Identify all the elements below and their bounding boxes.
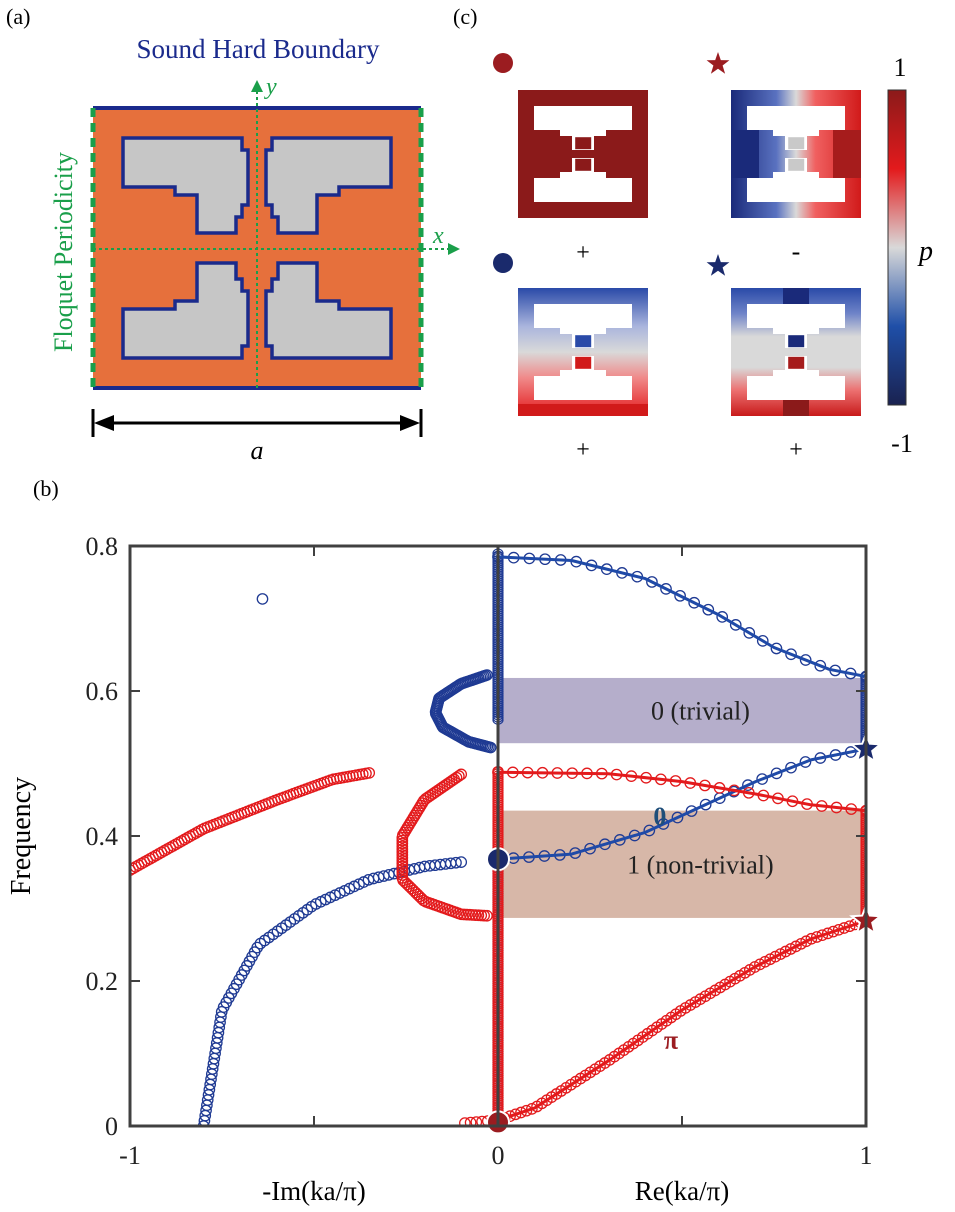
width-label: a xyxy=(251,436,264,465)
circle-curve-6 xyxy=(197,856,468,1126)
mode-marker-dark-red-circle xyxy=(493,53,513,73)
solid-curve-1 xyxy=(497,555,866,678)
mode-field-1 xyxy=(518,90,648,218)
floquet-periodicity-label: Floquet Periodicity xyxy=(49,152,78,352)
band-gaps: 0 (trivial) 1 (non-trivial) xyxy=(498,677,866,918)
unit-cell-diagram: y x a xyxy=(90,74,460,465)
parity-label-4: + xyxy=(789,437,803,463)
circle-curve-4 xyxy=(459,914,866,1126)
hole-bottom-left xyxy=(121,261,250,360)
sound-hard-boundary-label: Sound Hard Boundary xyxy=(137,34,380,64)
band-gap-label-2: 1 (non-trivial) xyxy=(627,850,774,879)
outlier-point-1 xyxy=(256,593,269,605)
band-gap-label-1: 0 (trivial) xyxy=(651,697,750,726)
parity-label-1: + xyxy=(576,240,590,266)
mode-field-3 xyxy=(518,288,648,416)
y-axis-arrow-icon xyxy=(251,80,263,92)
panel-a-label: (a) xyxy=(6,4,30,29)
circle-curve-7 xyxy=(396,768,493,922)
mode-marker-navy-circle xyxy=(493,253,513,273)
hole-bottom-right xyxy=(264,261,393,360)
solid-curve-4 xyxy=(497,919,866,1122)
y-axis-title: Frequency xyxy=(6,777,37,895)
panel-b-label: (b) xyxy=(33,476,59,501)
hole-top-right xyxy=(264,136,393,235)
circle-curve-5 xyxy=(130,767,376,876)
mode-marker-dark-red-star xyxy=(706,52,730,74)
x-axis-title-right: Re(ka/π) xyxy=(635,1176,730,1206)
band-gap-1 xyxy=(498,677,866,744)
band-annotation-2: π xyxy=(664,1025,678,1054)
x-axis-arrow-icon xyxy=(448,243,460,255)
band-annotation-1: 0 xyxy=(653,802,666,831)
x-axis-label: x xyxy=(432,223,444,249)
parity-label-3: + xyxy=(576,437,590,463)
colorbar-max-label: 1 xyxy=(894,53,907,82)
width-arrow-left-icon xyxy=(94,415,114,431)
mode-field-2 xyxy=(731,90,861,218)
y-tick-label-2: 0.2 xyxy=(86,967,119,996)
band-annotations: 0π xyxy=(653,802,678,1054)
y-tick-label-4: 0.6 xyxy=(86,677,119,706)
band-gap-2 xyxy=(498,810,866,918)
mode-marker-navy-star xyxy=(706,254,730,276)
solid-curve-2 xyxy=(497,747,866,861)
x-tick-label-2: 0 xyxy=(492,1141,505,1170)
colorbar-min-label: -1 xyxy=(891,429,913,458)
panel-c-label: (c) xyxy=(453,4,477,29)
colorbar xyxy=(887,89,907,406)
solid-curve-3 xyxy=(497,770,866,813)
circle-curve-8 xyxy=(429,669,497,754)
y-tick-label-1: 0 xyxy=(105,1112,118,1141)
y-tick-label-5: 0.8 xyxy=(86,532,119,561)
k1-blue-column xyxy=(860,671,866,754)
width-arrow-right-icon xyxy=(400,415,420,431)
x-axis-title-left: -Im(ka/π) xyxy=(262,1176,366,1206)
y-tick-label-3: 0.4 xyxy=(86,822,119,851)
parity-label-2: - xyxy=(792,237,801,266)
x-tick-label-1: -1 xyxy=(119,1141,141,1170)
y-axis-label: y xyxy=(264,74,277,100)
mode-field-4 xyxy=(731,288,861,416)
x-tick-label-3: 1 xyxy=(860,1141,873,1170)
colorbar-field-label: p xyxy=(917,236,933,267)
hole-top-left xyxy=(121,136,250,235)
